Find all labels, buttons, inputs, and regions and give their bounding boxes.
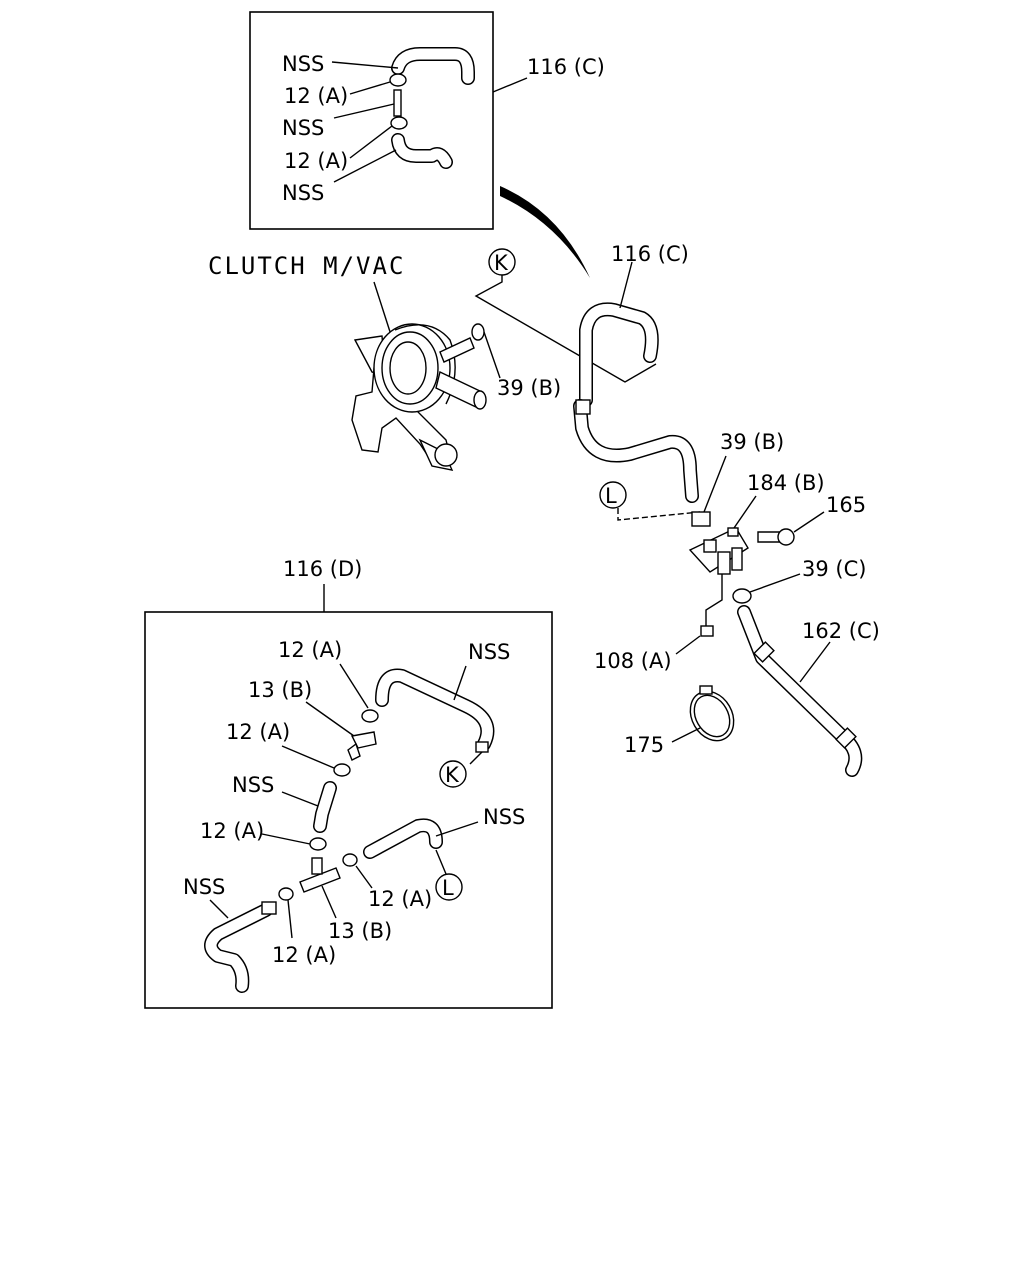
title-leader xyxy=(373,281,393,339)
label-nss-3: NSS xyxy=(282,181,324,205)
label-nss-d1: NSS xyxy=(468,640,510,664)
label-nss-1: NSS xyxy=(282,52,324,76)
connector-l-label-1: L xyxy=(605,484,617,508)
hose-162c xyxy=(737,605,863,777)
clamp-175 xyxy=(689,685,735,742)
label-nss-d4: NSS xyxy=(183,875,225,899)
label-12a-1: 12 (A) xyxy=(284,84,348,108)
label-39b-2: 39 (B) xyxy=(720,430,784,454)
label-12a-d3: 12 (A) xyxy=(200,819,264,843)
label-12a-d2: 12 (A) xyxy=(226,720,290,744)
detail-box-116d xyxy=(144,611,553,1009)
label-116d: 116 (D) xyxy=(283,557,362,581)
label-12a-d1: 12 (A) xyxy=(278,638,342,662)
label-39b-1: 39 (B) xyxy=(497,376,561,400)
label-12a-d5: 12 (A) xyxy=(272,943,336,967)
connector-l-2 xyxy=(435,873,463,901)
hose-116c xyxy=(573,302,699,503)
label-12a-2: 12 (A) xyxy=(284,149,348,173)
connector-k-2 xyxy=(439,760,467,788)
label-116c-main: 116 (C) xyxy=(611,242,689,266)
label-39c: 39 (C) xyxy=(802,557,866,581)
detail-box-116c xyxy=(249,11,528,230)
label-116c-box: 116 (C) xyxy=(527,55,605,79)
label-184b: 184 (B) xyxy=(747,471,825,495)
label-13b-d2: 13 (B) xyxy=(328,919,392,943)
label-13b-d1: 13 (B) xyxy=(248,678,312,702)
connector-l-1 xyxy=(599,481,627,509)
clutch-master-vac xyxy=(351,323,487,471)
connector-k-label-2: K xyxy=(445,763,460,787)
connector-k-label-1: K xyxy=(494,251,509,275)
label-nss-d2: NSS xyxy=(232,773,274,797)
detail-pointer xyxy=(500,186,590,278)
label-12a-d4: 12 (A) xyxy=(368,887,432,911)
label-nss-d3: NSS xyxy=(483,805,525,829)
label-162c: 162 (C) xyxy=(802,619,880,643)
valve-block xyxy=(688,511,795,637)
title-clutch-mvac: CLUTCH M/VAC xyxy=(208,252,405,280)
label-108a: 108 (A) xyxy=(594,649,672,673)
label-175: 175 xyxy=(624,733,664,757)
connector-k-leader xyxy=(474,275,657,383)
label-165: 165 xyxy=(826,493,866,517)
label-nss-2: NSS xyxy=(282,116,324,140)
connector-l-label-2: L xyxy=(442,876,454,900)
